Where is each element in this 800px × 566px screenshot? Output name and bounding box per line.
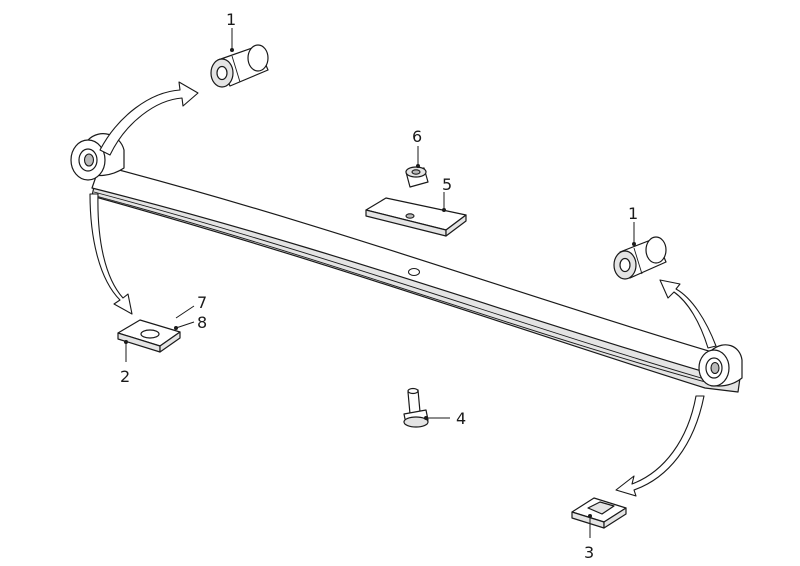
callout-7: 7 [197, 293, 207, 312]
bushing-rear-part [613, 236, 667, 280]
callout-bolt: 4 [456, 409, 466, 428]
callout-plate-front: 2 [120, 367, 130, 386]
center-bolt-hole [408, 268, 420, 276]
plate-rear-part [571, 497, 627, 529]
pad-part [365, 197, 467, 237]
callout-plate-rear: 3 [584, 543, 594, 562]
callout-bushing-front: 1 [226, 10, 236, 29]
callout-bushing-rear: 1 [628, 204, 638, 223]
arrow-rear-eye-to-bushing [659, 279, 717, 349]
arrow-rear-eye-to-plate [615, 395, 705, 497]
arrow-front-eye-to-bushing [99, 81, 199, 156]
callout-pad: 5 [442, 175, 452, 194]
bolt-part [403, 387, 429, 428]
arrow-front-eye-to-plate [89, 193, 133, 315]
plate-front-part [117, 319, 181, 353]
leaf-spring [91, 164, 741, 393]
bushing-front-part [210, 44, 269, 88]
nut-part [405, 166, 429, 188]
rear-spring-eye [698, 344, 743, 387]
leader-lines [124, 28, 636, 538]
callout-nut: 6 [412, 127, 422, 146]
callout-8: 8 [197, 313, 207, 332]
